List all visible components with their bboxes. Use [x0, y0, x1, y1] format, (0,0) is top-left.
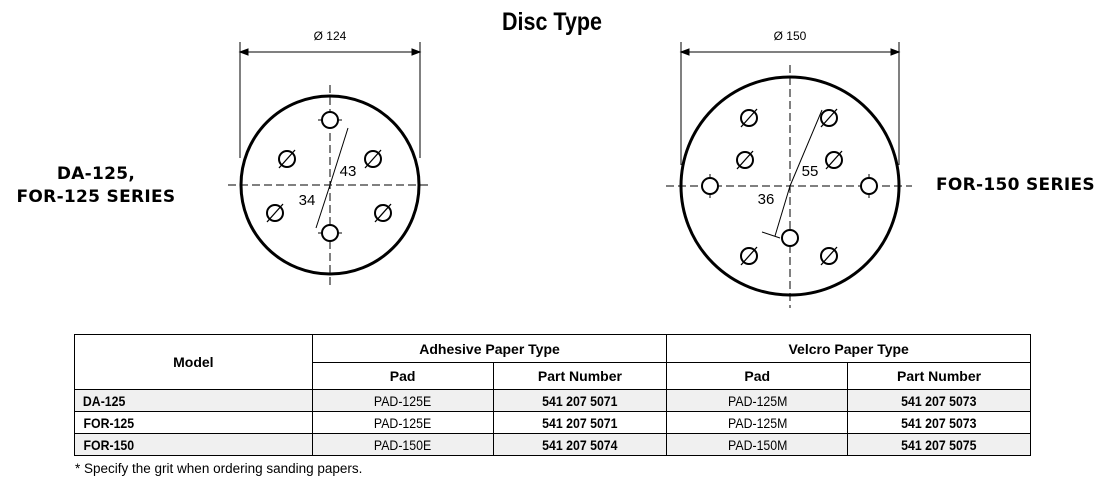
dust-hole: [781, 229, 799, 247]
header-model: Model: [74, 334, 313, 390]
dust-hole: [321, 224, 339, 242]
hole-slash: [820, 108, 838, 128]
pad-spec-table: Model Adhesive Paper Type Velcro Paper T…: [74, 334, 1031, 456]
adhesive-pad-value: PAD-150E: [373, 436, 432, 453]
adhesive-part-value: 541 207 5071: [542, 392, 618, 409]
model-name: FOR-125: [83, 414, 135, 431]
hole-slash: [266, 203, 284, 223]
velcro-part-cell: 541 207 5075: [847, 433, 1031, 456]
hole-slash: [736, 150, 754, 170]
dust-hole: [321, 111, 339, 129]
dust-hole: [701, 177, 719, 195]
hole-tick: [761, 231, 781, 239]
header-velcro-pad: Pad: [666, 362, 849, 390]
table-row: FOR-150 PAD-150E 541 207 5074 PAD-150M 5…: [74, 433, 1031, 456]
adhesive-pad-cell: PAD-150E: [311, 433, 494, 456]
model-cell: FOR-150: [74, 433, 313, 456]
dim-arrow-left: [679, 48, 690, 56]
dimension-inner-label: 36: [758, 191, 775, 208]
radius-line-outer: [329, 127, 349, 186]
radius-line-inner: [774, 185, 791, 237]
adhesive-part-value: 541 207 5074: [542, 436, 618, 453]
header-adhesive-pad: Pad: [311, 362, 494, 390]
hole-slash: [740, 108, 758, 128]
adhesive-pad-value: PAD-125E: [373, 414, 432, 431]
page-title: Disc Type: [502, 8, 602, 36]
adhesive-pad-cell: PAD-125E: [311, 389, 494, 412]
velcro-part-value: 541 207 5073: [901, 392, 977, 409]
adhesive-part-cell: 541 207 5074: [492, 433, 668, 456]
model-cell: DA-125: [74, 389, 313, 412]
velcro-part-value: 541 207 5073: [901, 414, 977, 431]
adhesive-part-value: 541 207 5071: [542, 414, 618, 431]
table-row: FOR-125 PAD-125E 541 207 5071 PAD-125M 5…: [74, 411, 1031, 434]
velcro-part-value: 541 207 5075: [901, 436, 977, 453]
model-cell: FOR-125: [74, 411, 313, 434]
hole-slash: [364, 149, 382, 169]
footnote: * Specify the grit when ordering sanding…: [75, 461, 363, 476]
right-series-label: FOR-150 SERIES: [936, 175, 1095, 195]
disc-diagram-150: Ø 150 55 36: [666, 29, 912, 308]
left-series-label: DA-125, FOR-125 SERIES: [10, 163, 182, 209]
velcro-pad-cell: PAD-125M: [666, 389, 849, 412]
radius-line-inner: [315, 184, 331, 229]
velcro-part-cell: 541 207 5073: [847, 411, 1031, 434]
velcro-part-cell: 541 207 5073: [847, 389, 1031, 412]
header-velcro-part-number: Part Number: [847, 362, 1031, 390]
left-series-label-line-1: DA-125,: [56, 164, 136, 184]
header-adhesive: Adhesive Paper Type: [311, 334, 668, 363]
velcro-pad-value: PAD-125M: [727, 414, 787, 431]
header-adhesive-part-number: Part Number: [492, 362, 668, 390]
dimension-outer-label: 43: [340, 163, 357, 180]
velcro-pad-cell: PAD-150M: [666, 433, 849, 456]
left-series-label-line-2: FOR-125 SERIES: [16, 187, 176, 207]
adhesive-part-cell: 541 207 5071: [492, 389, 668, 412]
header-velcro: Velcro Paper Type: [666, 334, 1031, 363]
model-name: FOR-150: [83, 436, 135, 453]
dimension-outer-label: 55: [802, 163, 819, 180]
dim-arrow-right: [890, 48, 901, 56]
dimension-inner-label: 34: [299, 192, 316, 209]
adhesive-pad-value: PAD-125E: [373, 392, 432, 409]
model-name: DA-125: [82, 392, 126, 409]
adhesive-pad-cell: PAD-125E: [311, 411, 494, 434]
hole-slash: [278, 149, 296, 169]
adhesive-part-cell: 541 207 5071: [492, 411, 668, 434]
velcro-pad-value: PAD-125M: [727, 392, 787, 409]
hole-slash: [374, 203, 392, 223]
radius-line-outer: [789, 109, 823, 187]
dim-arrow-right: [411, 48, 422, 56]
velcro-pad-cell: PAD-125M: [666, 411, 849, 434]
disc-diagram-124: Ø 124 43 34: [228, 29, 432, 285]
hole-slash: [820, 246, 838, 266]
velcro-pad-value: PAD-150M: [727, 436, 787, 453]
diameter-label: Ø 124: [314, 29, 347, 43]
hole-slash: [825, 150, 843, 170]
dust-hole: [860, 177, 878, 195]
dim-arrow-left: [238, 48, 249, 56]
diameter-label: Ø 150: [774, 29, 807, 43]
hole-slash: [740, 246, 758, 266]
table-row: DA-125 PAD-125E 541 207 5071 PAD-125M 54…: [74, 389, 1031, 412]
